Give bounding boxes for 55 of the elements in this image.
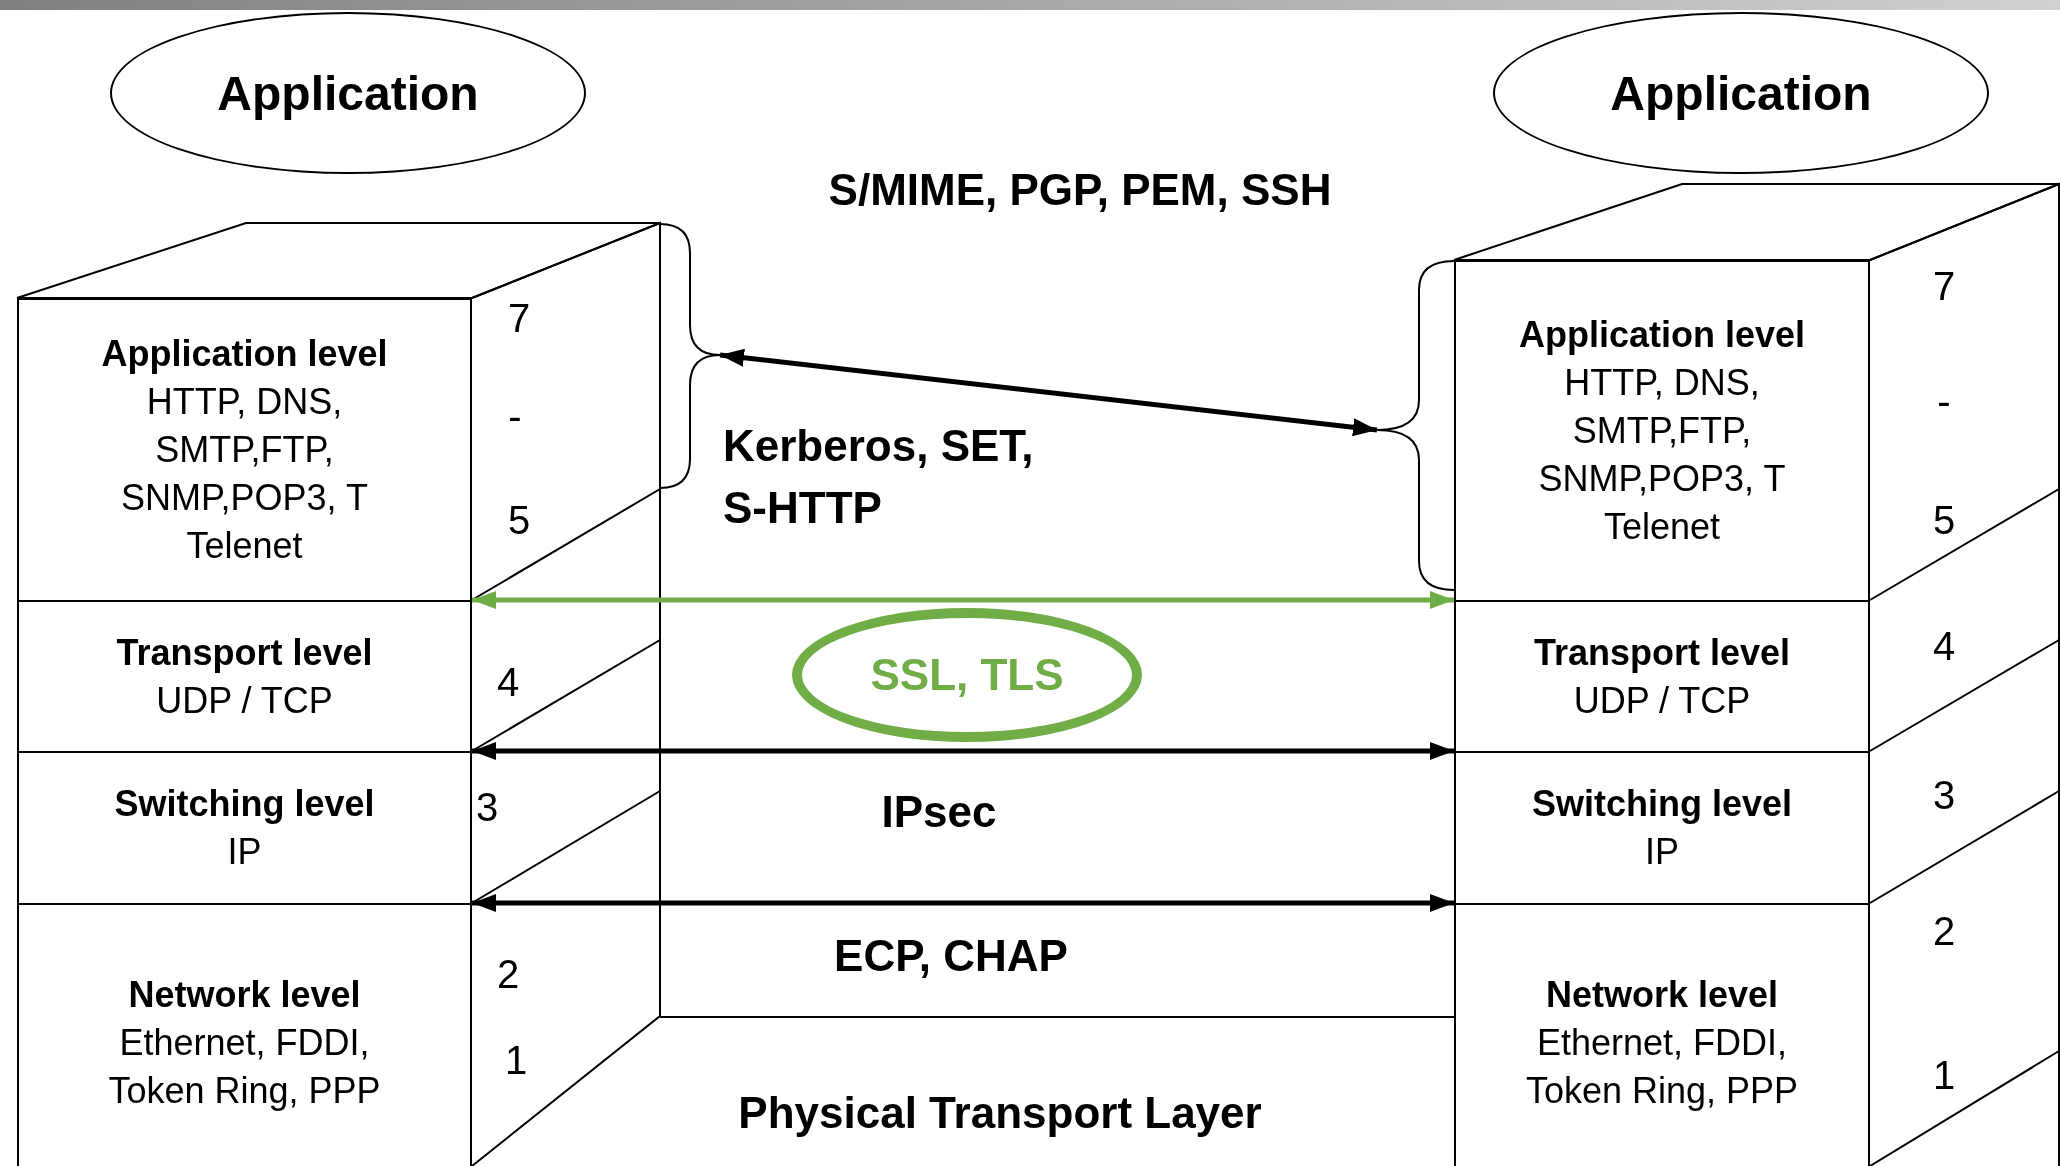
protocol-ellipse <box>792 608 1142 742</box>
layer-box <box>1454 600 1870 753</box>
layer-number: 4 <box>496 659 520 705</box>
arrow <box>472 591 1454 609</box>
layer-number: 3 <box>475 784 499 830</box>
protocol-label: IPsec <box>881 787 997 837</box>
protocol-list: IP <box>1645 828 1679 876</box>
curly-brace <box>660 223 720 489</box>
layer-number: 7 <box>507 295 531 341</box>
layer-heading: Transport level <box>116 630 373 675</box>
protocol-list: HTTP, DNS, SMTP,FTP, SNMP,POP3, T Telenet <box>1524 359 1800 551</box>
arrow <box>719 348 1378 437</box>
protocol-name: SSL, TLS <box>870 650 1064 700</box>
layer-box <box>17 298 472 602</box>
protocol-label: S/MIME, PGP, PEM, SSH <box>828 165 1332 215</box>
application-ellipse <box>110 12 586 174</box>
protocol-list: HTTP, DNS, SMTP,FTP, SNMP,POP3, T Telenet <box>107 378 382 570</box>
layer-number: 3 <box>1932 772 1956 818</box>
layer-number: 2 <box>1932 908 1956 954</box>
layer-box <box>17 903 472 1166</box>
layer-box <box>17 751 472 905</box>
layer-number: 1 <box>504 1037 528 1083</box>
layer-number: 5 <box>1932 497 1956 543</box>
protocol-label: Kerberos, SET, S-HTTP <box>723 420 1035 534</box>
arrow <box>472 742 1454 760</box>
layer-number: 2 <box>496 951 520 997</box>
application-ellipse <box>1493 12 1989 174</box>
layer-number: - <box>508 393 522 439</box>
node-title: Application <box>1610 65 1872 121</box>
layer-heading: Application level <box>1518 313 1806 357</box>
layer-heading: Switching level <box>114 782 375 826</box>
layer-box <box>17 600 472 753</box>
layer-number: 7 <box>1932 263 1956 309</box>
layer-box <box>1454 903 1870 1166</box>
layer-box <box>1454 751 1870 905</box>
protocol-list: IP <box>227 828 262 876</box>
protocol-list: UDP / TCP <box>1573 676 1751 725</box>
layer-heading: Transport level <box>1533 630 1791 675</box>
layer-box <box>1454 260 1870 602</box>
layer-number: 4 <box>1932 623 1956 669</box>
layer-number: 5 <box>507 497 531 543</box>
protocol-list: UDP / TCP <box>156 676 333 725</box>
layer-heading: Switching level <box>1531 782 1793 826</box>
protocol-list: Ethernet, FDDI, Token Ring, PPP <box>1524 1019 1800 1115</box>
protocol-label: ECP, CHAP <box>834 931 1068 981</box>
node-title: Application <box>217 65 479 121</box>
protocol-list: Ethernet, FDDI, Token Ring, PPP <box>107 1019 382 1115</box>
layer-heading: Network level <box>1545 973 1779 1017</box>
layer-number: 1 <box>1932 1052 1956 1098</box>
curly-brace <box>1377 260 1454 591</box>
layer-heading: Network level <box>128 973 361 1017</box>
layer-number: - <box>1937 378 1951 424</box>
layer-title: Physical Transport Layer <box>738 1088 1262 1138</box>
arrow <box>472 894 1454 912</box>
layer-heading: Application level <box>101 332 388 376</box>
